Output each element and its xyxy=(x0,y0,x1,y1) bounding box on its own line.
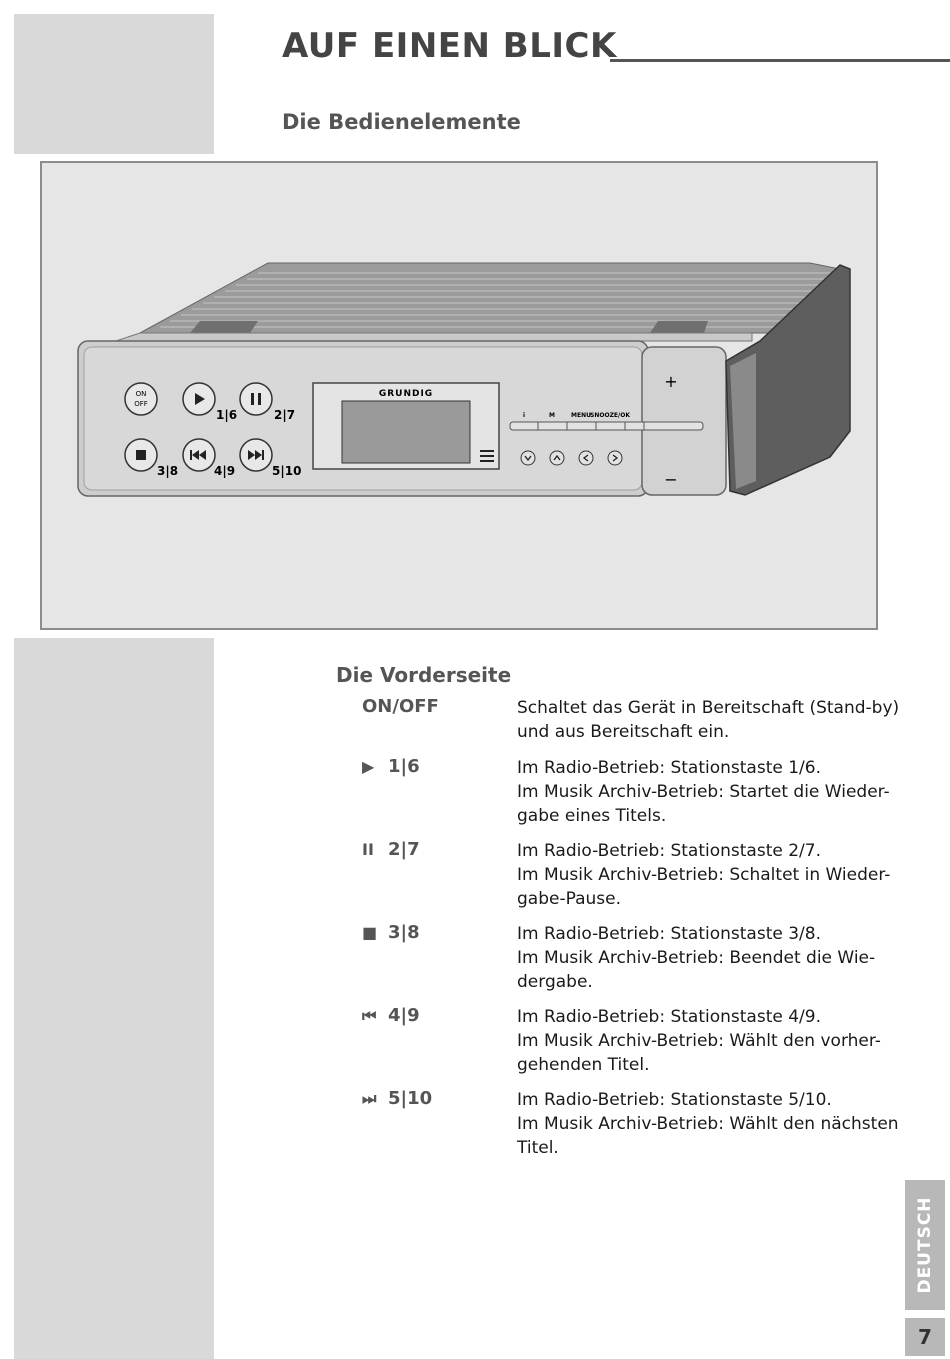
button-on-off: ON OFF xyxy=(124,382,158,416)
play-icon xyxy=(195,393,205,405)
entry-key: ■3|8 xyxy=(362,922,420,943)
button-next xyxy=(239,438,273,472)
button-label-2-7: 2|7 xyxy=(274,408,295,422)
page-subtitle: Die Bedienelemente xyxy=(282,110,521,134)
lid-ribs xyxy=(160,272,830,328)
side-bracket xyxy=(725,264,851,496)
entry-key: ▶1|6 xyxy=(362,756,420,777)
key-label-menu: MENU xyxy=(571,412,591,419)
entry-description: Schaltet das Gerät in Bereitschaft (Stan… xyxy=(517,698,900,742)
device-illustration: ON OFF 1|6 2|7 3|8 4|9 5|10 GRUNDIG xyxy=(77,262,851,497)
language-label: DEUTSCH xyxy=(915,1196,935,1294)
title-rule xyxy=(610,59,950,62)
left-button xyxy=(578,450,594,466)
entry-key: ⏮4|9 xyxy=(362,1005,420,1026)
page-title: AUF EINEN BLICK xyxy=(282,26,617,66)
stop-icon: ■ xyxy=(362,923,378,942)
play-icon: ▶ xyxy=(362,757,375,776)
language-tab: DEUTSCH xyxy=(905,1180,945,1310)
button-pause xyxy=(239,382,273,416)
right-button xyxy=(607,450,623,466)
chevron-down-icon xyxy=(524,455,532,462)
button-previous xyxy=(182,438,216,472)
next-icon xyxy=(248,450,255,460)
brand-logo: GRUNDIG xyxy=(379,389,433,399)
page-number: 7 xyxy=(905,1318,945,1356)
display-screen xyxy=(341,400,471,464)
next-icon: ⏭ xyxy=(362,1089,377,1108)
stop-icon xyxy=(136,450,146,460)
entry-description: Im Radio-Betrieb: Stationstaste 5/10. Im… xyxy=(517,1090,899,1158)
entry-description: Im Radio-Betrieb: Stationstaste 2/7. Im … xyxy=(517,841,891,909)
key-label-m: M xyxy=(549,412,555,419)
pause-icon xyxy=(251,393,254,405)
key-label-i: i xyxy=(523,412,525,419)
entry-key: ON/OFF xyxy=(362,696,439,717)
entry-key: ⏭5|10 xyxy=(362,1088,433,1109)
entry-description: Im Radio-Betrieb: Stationstaste 4/9. Im … xyxy=(517,1007,881,1075)
button-label-5-10: 5|10 xyxy=(272,464,301,478)
key-strip xyxy=(509,421,704,431)
off-label: OFF xyxy=(134,400,148,408)
function-key-row: i M MENU SNOOZE/OK xyxy=(523,412,630,419)
volume-minus-label: − xyxy=(664,470,677,489)
chevron-right-icon xyxy=(612,454,619,462)
previous-icon: ⏮ xyxy=(362,1006,377,1025)
previous-icon xyxy=(190,450,192,460)
lid-slot-right xyxy=(650,321,708,333)
menu-lines-icon xyxy=(480,450,494,462)
button-label-1-6: 1|6 xyxy=(216,408,237,422)
button-label-3-8: 3|8 xyxy=(157,464,178,478)
entry-description: Im Radio-Betrieb: Stationstaste 1/6. Im … xyxy=(517,758,890,826)
navigation-buttons xyxy=(520,450,623,466)
button-play xyxy=(182,382,216,416)
section-title: Die Vorderseite xyxy=(336,663,512,687)
chevron-up-icon xyxy=(553,454,561,461)
pause-icon: II xyxy=(362,840,374,859)
up-button xyxy=(549,450,565,466)
chevron-left-icon xyxy=(582,454,589,462)
end-cap xyxy=(641,346,727,496)
key-label-snooze: SNOOZE/OK xyxy=(590,412,630,419)
lid-slot-left xyxy=(190,321,258,333)
volume-plus-label: + xyxy=(664,372,677,391)
side-band-top xyxy=(14,14,214,154)
down-button xyxy=(520,450,536,466)
button-label-4-9: 4|9 xyxy=(214,464,235,478)
entry-description: Im Radio-Betrieb: Stationstaste 3/8. Im … xyxy=(517,924,876,992)
side-band-bottom xyxy=(14,638,214,1359)
on-label: ON xyxy=(136,390,147,398)
button-stop xyxy=(124,438,158,472)
